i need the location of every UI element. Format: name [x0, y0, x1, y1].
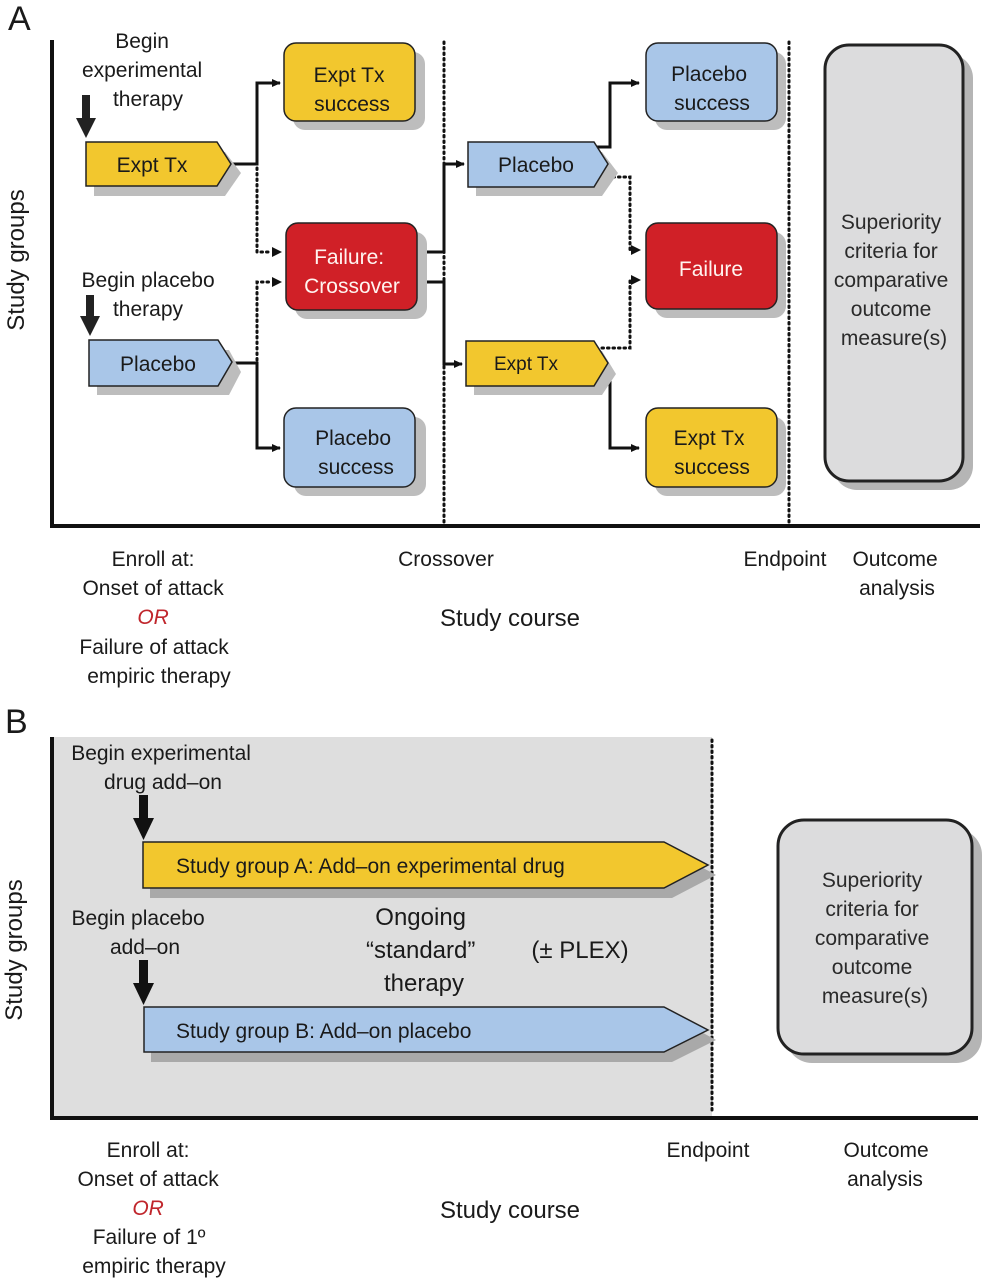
svg-text:Placebo: Placebo — [120, 353, 196, 376]
svg-text:Study group B: Add–on placebo: Study group B: Add–on placebo — [176, 1020, 471, 1043]
svg-text:Expt Tx: Expt Tx — [494, 354, 559, 375]
svg-text:Placebo success: Placebo success — [315, 427, 397, 479]
node-expt-success-right: Expt Tx success — [645, 407, 786, 496]
begin-placebo-addon-arrow-icon — [133, 960, 154, 1005]
outcome-analysis-label-a: Outcome analysis — [852, 548, 943, 600]
endpoint-label-b: Endpoint — [667, 1139, 750, 1162]
begin-experimental-arrow-icon — [76, 95, 96, 138]
svg-text:Failure: Crossover: Failure: Crossover — [304, 246, 400, 298]
outcome-box-b: Superiority criteria for comparative out… — [776, 818, 982, 1063]
dotted-connectors — [255, 166, 633, 362]
endpoint-label-a: Endpoint — [744, 548, 827, 571]
study-group-a-bar: Study group A: Add–on experimental drug — [142, 841, 716, 898]
svg-text:Superiority criteria f: Superiority criteria for comparative out… — [834, 211, 954, 350]
begin-experimental-addon-arrow-icon — [133, 795, 154, 840]
svg-text:Placebo success: Placebo success — [671, 63, 753, 115]
svg-text:Superiority criteria f: Superiority criteria for comparative out… — [815, 869, 935, 1008]
enroll-label-b: Enroll at: Onset of attack OR Failure of… — [77, 1139, 226, 1278]
node-expt-tx-start: Expt Tx — [85, 141, 241, 196]
svg-text:Expt Tx success: Expt Tx success — [314, 64, 391, 116]
begin-placebo-arrow-icon — [80, 295, 100, 336]
svg-text:Placebo: Placebo — [498, 154, 574, 177]
study-group-b-bar: Study group B: Add–on placebo — [143, 1006, 716, 1062]
node-failure-crossover: Failure: Crossover — [285, 222, 427, 319]
node-placebo-crossover: Placebo — [467, 141, 618, 196]
begin-experimental-addon-label: Begin experimental drug add–on — [71, 742, 257, 794]
outcome-analysis-label-b: Outcome analysis — [843, 1139, 934, 1191]
ongoing-standard-therapy-label: Ongoing “standard” therapy — [366, 904, 482, 997]
begin-placebo-addon-label: Begin placebo add–on — [72, 907, 211, 959]
crossover-label: Crossover — [398, 548, 494, 571]
begin-experimental-label: Begin experimental therapy — [82, 30, 208, 111]
node-expt-crossover: Expt Tx — [465, 340, 616, 395]
svg-text:Expt Tx success: Expt Tx success — [674, 427, 751, 479]
svg-text:Study group A: Add–on experime: Study group A: Add–on experimental drug — [176, 855, 565, 878]
node-placebo-success-right: Placebo success — [645, 42, 786, 130]
node-placebo-success-left: Placebo success — [283, 407, 426, 496]
panel-b-letter: B — [5, 703, 28, 741]
panel-b: B Study groups Begin experimental drug a… — [1, 703, 982, 1278]
node-expt-success-top: Expt Tx success — [283, 42, 425, 130]
enroll-label-a: Enroll at: Onset of attack OR Failure of… — [79, 548, 234, 688]
dotted-arrowheads — [272, 245, 641, 287]
study-course-label-a: Study course — [440, 605, 580, 632]
node-failure-final: Failure — [645, 222, 786, 318]
plex-label: (± PLEX) — [531, 937, 628, 964]
panel-a-y-axis-label: Study groups — [3, 189, 30, 330]
node-placebo-start: Placebo — [88, 339, 241, 395]
panel-b-y-axis-label: Study groups — [1, 879, 28, 1020]
svg-text:Failure: Failure — [679, 258, 743, 281]
outcome-box-a: Superiority criteria for comparative out… — [823, 43, 973, 490]
begin-placebo-label: Begin placebo therapy — [82, 269, 221, 321]
study-course-label-b: Study course — [440, 1197, 580, 1224]
panel-a-letter: A — [8, 0, 31, 38]
panel-a: A Study groups Begin experimental therap… — [3, 0, 980, 688]
svg-text:Expt Tx: Expt Tx — [117, 154, 188, 177]
